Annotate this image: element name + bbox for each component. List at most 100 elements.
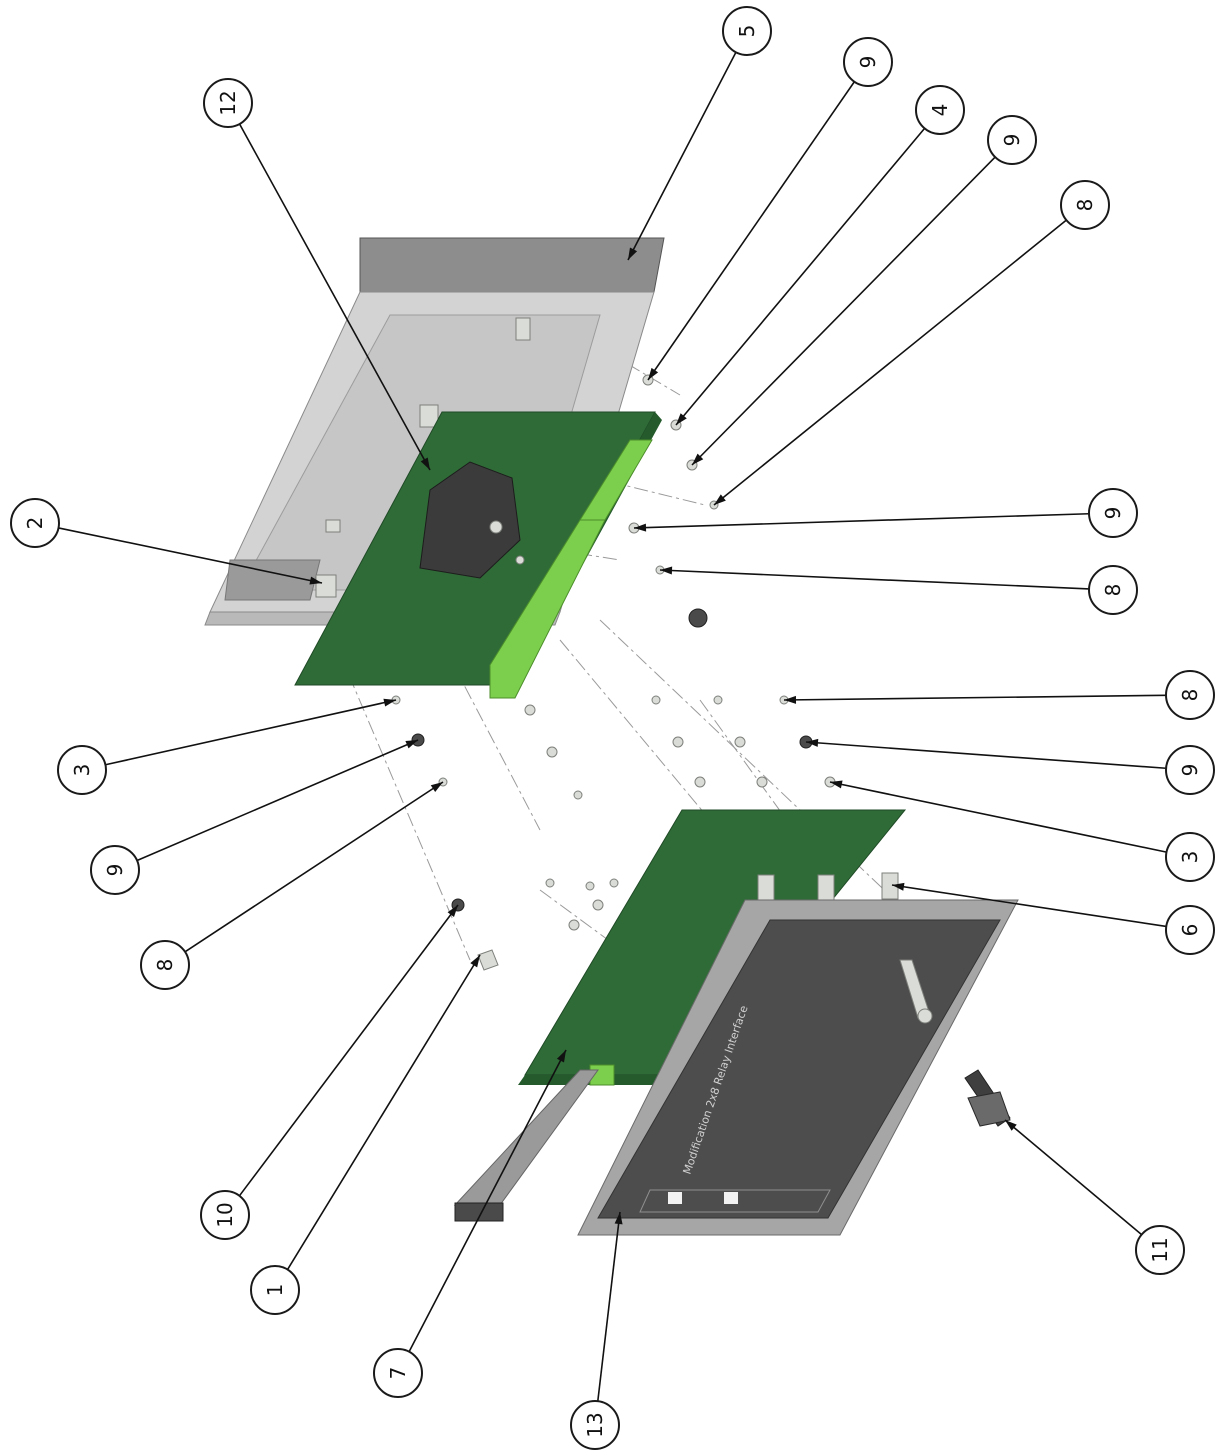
balloon-item-11: 11 <box>1135 1225 1185 1275</box>
balloon-circle <box>1165 745 1215 795</box>
balloon-number: 9 <box>1178 764 1202 777</box>
balloon-item-4: 4 <box>915 85 965 135</box>
leader-arrowhead-4 <box>676 413 687 425</box>
leader-line-4 <box>675 127 926 426</box>
balloon-circle <box>1060 180 1110 230</box>
leader-line-8 <box>184 781 444 953</box>
balloon-item-9: 9 <box>843 37 893 87</box>
chassis-back-panel <box>359 237 665 293</box>
balloon-circle <box>10 498 60 548</box>
leader-line-2 <box>58 527 323 584</box>
ribbon-cable <box>453 1069 599 1206</box>
front-panel-face <box>597 919 1001 1219</box>
leader-arrowhead-10 <box>447 905 458 917</box>
balloon-circle <box>250 1265 300 1315</box>
balloon-number: 9 <box>1101 507 1125 520</box>
leader-arrowhead-6 <box>892 882 905 891</box>
balloon-circle <box>1165 832 1215 882</box>
leader-arrowhead-13 <box>614 1212 623 1225</box>
leader-line-9 <box>805 741 1167 770</box>
leader-arrowhead-1 <box>470 955 480 968</box>
leader-line-12 <box>238 123 431 471</box>
balloon-number: 10 <box>213 1202 237 1227</box>
balloon-item-12: 12 <box>203 78 253 128</box>
balloon-item-9: 9 <box>1088 488 1138 538</box>
balloon-item-10: 10 <box>200 1190 250 1240</box>
leader-arrowhead-8 <box>784 695 797 704</box>
balloon-number: 5 <box>735 25 759 38</box>
leader-arrowhead-11 <box>1005 1120 1017 1131</box>
leader-arrowhead-8 <box>660 566 673 575</box>
leader-arrowhead-5 <box>628 247 638 260</box>
balloon-circle <box>140 940 190 990</box>
item-balloons: 5 9 4 9 8 12 2 9 8 8 9 3 6 3 9 8 10 1 7 13 11 <box>10 6 1215 1450</box>
balloon-item-8: 8 <box>140 940 190 990</box>
balloon-item-6: 6 <box>1165 905 1215 955</box>
leader-arrowhead-3 <box>830 780 843 789</box>
balloon-circle <box>987 115 1037 165</box>
leader-arrowhead-8 <box>430 782 443 792</box>
balloon-circle <box>1135 1225 1185 1275</box>
balloon-item-9: 9 <box>90 845 140 895</box>
balloon-circle <box>570 1400 620 1450</box>
leader-line-3 <box>829 781 1167 853</box>
main-pcb <box>294 411 662 699</box>
balloon-item-3: 3 <box>57 745 107 795</box>
leader-lines <box>58 51 1167 1402</box>
balloon-item-2: 2 <box>10 498 60 548</box>
leader-line-9 <box>136 739 419 862</box>
leader-arrowhead-9 <box>692 453 704 465</box>
indicator-window-1 <box>668 1192 682 1204</box>
balloon-number: 12 <box>216 90 240 115</box>
leader-line-7 <box>408 1049 567 1353</box>
balloon-circle <box>90 845 140 895</box>
leader-arrowhead-8 <box>714 494 726 505</box>
leader-line-10 <box>238 904 459 1197</box>
leader-line-8 <box>713 219 1067 506</box>
balloon-circle <box>722 6 772 56</box>
leader-line-1 <box>286 954 481 1270</box>
leader-arrowhead-7 <box>556 1050 566 1063</box>
indicator-window-2 <box>724 1192 738 1204</box>
leader-arrowhead-3 <box>383 698 396 707</box>
front-panel: Modification 2x8 Relay Interface <box>577 899 1019 1236</box>
balloon-item-1: 1 <box>250 1265 300 1315</box>
balloon-item-3: 3 <box>1165 832 1215 882</box>
balloon-number: 9 <box>1000 134 1024 147</box>
balloon-number: 8 <box>1101 584 1125 597</box>
leader-arrowhead-12 <box>420 457 430 470</box>
balloon-number: 3 <box>1178 851 1202 864</box>
leader-line-6 <box>891 884 1167 928</box>
ribbon-connector <box>454 1202 504 1222</box>
balloon-circle <box>203 78 253 128</box>
balloon-number: 11 <box>1148 1237 1172 1262</box>
balloon-number: 9 <box>856 56 880 69</box>
leader-arrowhead-9 <box>806 738 819 747</box>
balloon-item-8: 8 <box>1060 180 1110 230</box>
balloon-item-9: 9 <box>987 115 1037 165</box>
balloon-circle <box>200 1190 250 1240</box>
balloon-item-7: 7 <box>373 1348 423 1398</box>
balloon-item-13: 13 <box>570 1400 620 1450</box>
balloon-item-8: 8 <box>1088 565 1138 615</box>
balloon-number: 8 <box>1073 199 1097 212</box>
transformer-block <box>419 461 521 579</box>
balloon-number: 9 <box>103 864 127 877</box>
terminal-connector-lower <box>489 519 606 699</box>
balloon-circle <box>1165 670 1215 720</box>
balloon-circle <box>57 745 107 795</box>
leader-arrowhead-2 <box>309 576 322 585</box>
balloon-number: 6 <box>1178 924 1202 937</box>
balloon-number: 3 <box>70 764 94 777</box>
balloon-item-8: 8 <box>1165 670 1215 720</box>
balloon-circle <box>1088 565 1138 615</box>
grommet <box>688 608 708 628</box>
leader-line-9 <box>691 156 996 466</box>
leader-arrowhead-9 <box>648 367 659 380</box>
leader-line-8 <box>659 569 1090 590</box>
balloon-number: 1 <box>263 1284 287 1297</box>
balloon-number: 2 <box>23 517 47 530</box>
balloon-number: 7 <box>386 1367 410 1380</box>
screw-part-1 <box>477 949 499 971</box>
leader-line-3 <box>105 699 397 766</box>
